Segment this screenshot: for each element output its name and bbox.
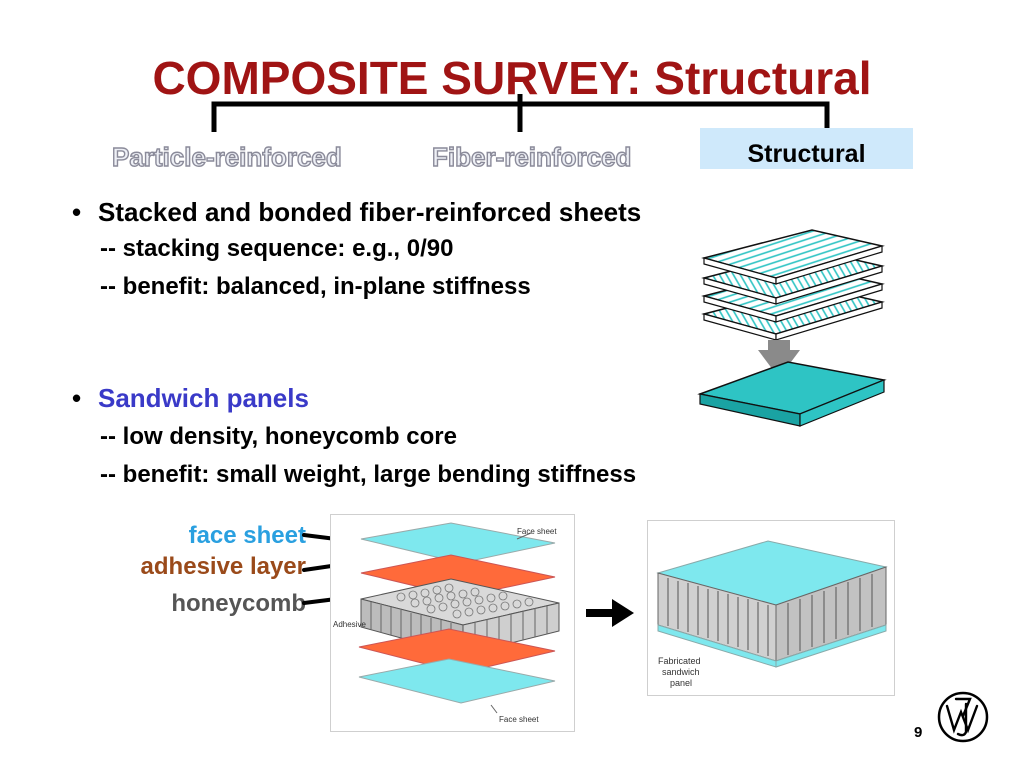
fiber-sheet (701, 229, 885, 285)
fabricated-panel-drawing: Fabricated sandwich panel (656, 540, 888, 688)
sub-point: -- benefit: small weight, large bending … (100, 461, 637, 488)
bonded-plate (697, 361, 887, 427)
category-fiber-reinforced: Fiber-reinforced (431, 141, 632, 172)
fabricated-panel-figure: Fabricated sandwich panel (647, 520, 895, 696)
stacked-sheets-illustration (697, 229, 887, 427)
sub-point: -- low density, honeycomb core (100, 423, 457, 450)
down-arrow-icon (758, 340, 800, 378)
figure-label-fabricated: Fabricated (658, 656, 701, 666)
figure-label-face-sheet-bottom: Face sheet (499, 715, 539, 724)
page-number: 9 (914, 724, 923, 741)
figure-label-face-sheet-top: Face sheet (517, 527, 557, 536)
label-face-sheet: face sheet (188, 522, 306, 549)
figure-label-sandwich: sandwich (662, 667, 700, 677)
category-structural: Structural (700, 128, 913, 169)
bullet-stacked-sheets: • Stacked and bonded fiber-reinforced she… (72, 196, 641, 228)
bullet-marker: • (72, 197, 82, 227)
slide-title: COMPOSITE SURVEY: Structural (152, 52, 872, 104)
category-bracket (211, 94, 830, 132)
sub-point: -- benefit: balanced, in-plane stiffness (100, 273, 531, 300)
bullet-heading: Stacked and bonded fiber-reinforced shee… (98, 197, 642, 227)
publisher-logo (937, 691, 989, 743)
bullet-heading: Sandwich panels (98, 383, 309, 413)
label-honeycomb: honeycomb (171, 590, 306, 617)
figure-label-panel: panel (670, 678, 692, 688)
right-arrow-icon (586, 599, 634, 627)
bullet-sandwich-panels: • Sandwich panels (72, 382, 309, 414)
exploded-sandwich-figure: Face sheet Adhesive Face sheet (330, 514, 575, 732)
sub-point: -- stacking sequence: e.g., 0/90 (100, 235, 454, 262)
figure-label-adhesive: Adhesive (333, 620, 366, 629)
exploded-sandwich-drawing: Face sheet Adhesive Face sheet (333, 522, 560, 724)
category-particle-reinforced: Particle-reinforced (111, 141, 342, 172)
bullet-marker: • (72, 383, 82, 413)
label-adhesive-layer: adhesive layer (140, 553, 306, 580)
